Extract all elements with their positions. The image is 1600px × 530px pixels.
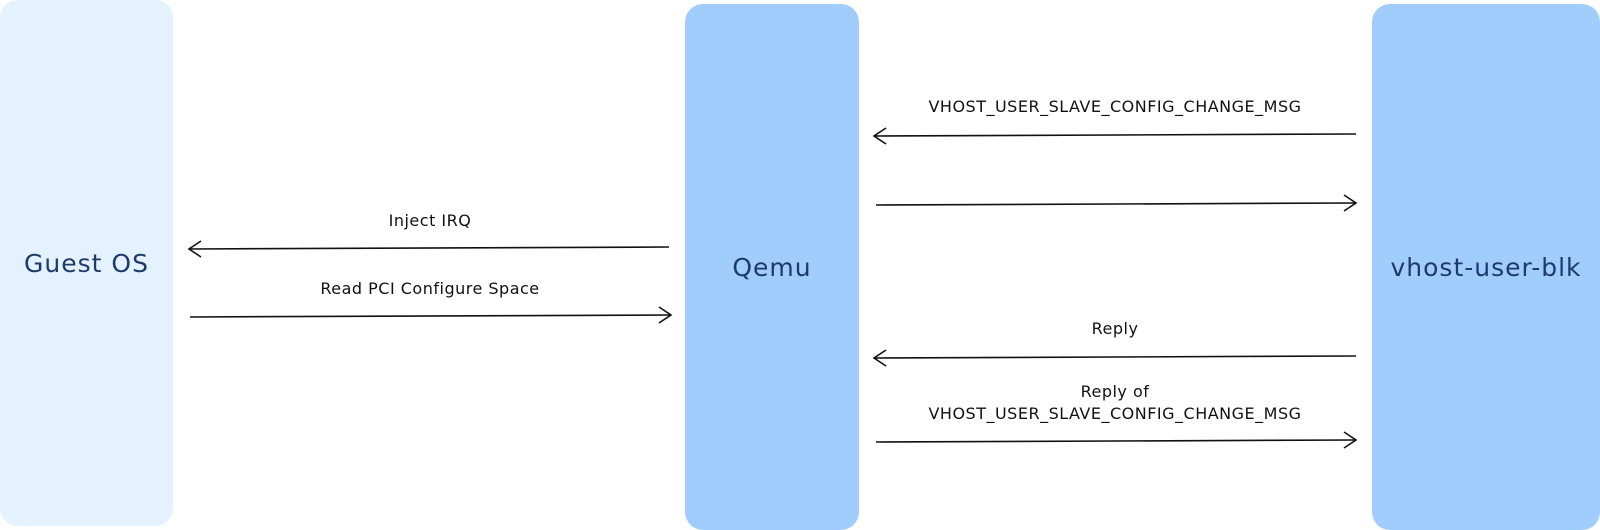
config-change-msg-label: VHOST_USER_SLAVE_CONFIG_CHANGE_MSG (928, 97, 1302, 116)
arrow-qemu-to-vhost (875, 194, 1358, 212)
guest-os-lane: Guest OS (0, 0, 173, 526)
reply-of-label-line1: Reply of (1080, 382, 1150, 401)
arrow-reply (872, 349, 1357, 367)
arrow-read-pci (189, 306, 673, 324)
guest-os-label: Guest OS (24, 248, 149, 278)
inject-irq-label: Inject IRQ (388, 211, 472, 230)
reply-label: Reply (1091, 319, 1139, 338)
reply-of-label-line2: VHOST_USER_SLAVE_CONFIG_CHANGE_MSG (928, 404, 1302, 423)
qemu-lane: Qemu (685, 4, 859, 530)
vhost-user-blk-label: vhost-user-blk (1390, 252, 1582, 282)
arrow-inject-irq (187, 240, 670, 258)
arrow-config-change-to-qemu (872, 127, 1357, 145)
qemu-label: Qemu (732, 252, 812, 282)
vhost-user-blk-lane: vhost-user-blk (1372, 4, 1600, 530)
read-pci-label: Read PCI Configure Space (320, 279, 540, 298)
arrow-reply-of-config-change (875, 431, 1358, 449)
